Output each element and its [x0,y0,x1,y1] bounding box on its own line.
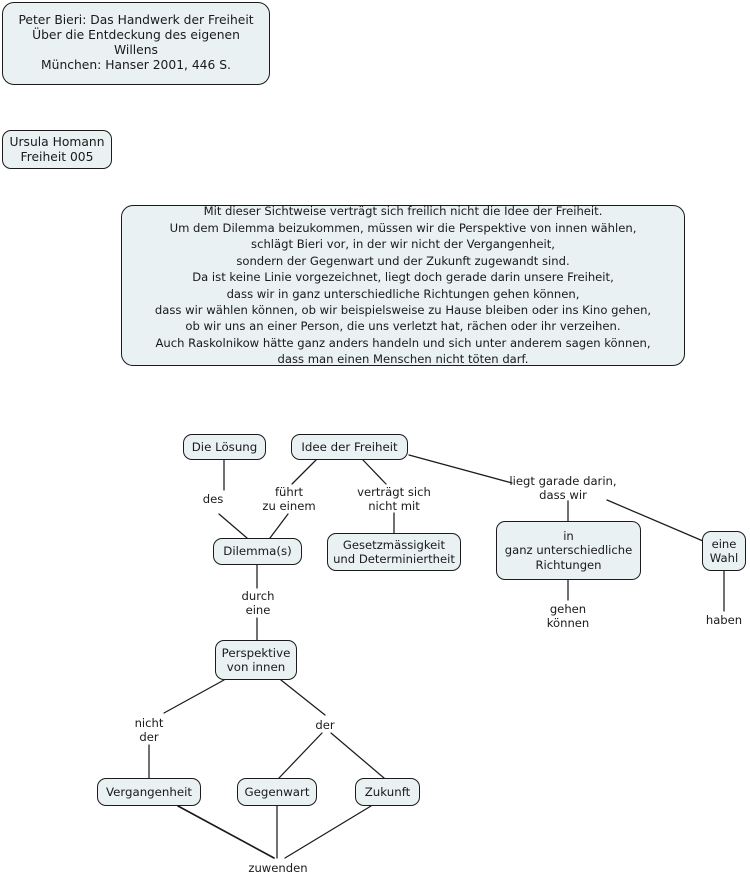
reference-title: Peter Bieri: Das Handwerk der Freiheit [18,13,254,27]
edge-vergangenheit-zuwenden [177,805,275,859]
node-perspektive-von-innen[interactable]: Perspektive von innen [215,640,297,680]
edge-label-vertraegt-sich-nicht-mit: verträgt sich nicht mit [357,485,431,514]
edge-der-gegenwart [278,732,323,779]
edge-der-zukunft [330,732,385,779]
edge-label-gehen-koennen: gehen können [546,602,590,631]
node-eine-wahl[interactable]: eine Wahl [702,531,746,571]
edge-label-der: der [315,718,335,732]
node-gegenwart[interactable]: Gegenwart [237,778,317,806]
edge-label-durch-eine: durch eine [241,589,275,618]
edge-idee-fuehrt [291,459,317,485]
node-gesetzmaessigkeit[interactable]: Gesetzmässigkeit und Determiniertheit [327,533,461,571]
reference-subtitle: Über die Entdeckung des eigenen Willens … [32,28,240,72]
edge-idee-vertraegt [362,459,387,485]
edge-label-haben: haben [705,613,743,627]
node-zukunft[interactable]: Zukunft [355,778,420,806]
edge-label-des: des [202,492,224,506]
edge-perspektive-nicht [163,679,225,714]
edge-label-liegt-garade-darin: liegt garade darin, dass wir [509,474,617,503]
edge-des-dilemma [218,513,248,539]
edge-zukunft-zuwenden [284,805,372,859]
edge-fuehrt-dilemma [269,513,289,539]
edge-label-nicht-der: nicht der [134,716,164,745]
edge-label-zuwenden: zuwenden [248,861,308,875]
edge-label-fuehrt-zu-einem: führt zu einem [262,485,316,514]
node-dilemma[interactable]: Dilemma(s) [213,538,302,565]
edge-idee-liegt [408,454,513,484]
summary-box[interactable]: Mit dieser Sichtweise verträgt sich frei… [121,204,685,366]
node-die-loesung[interactable]: Die Lösung [183,434,266,460]
reference-box[interactable]: Peter Bieri: Das Handwerk der Freiheit Ü… [2,2,270,85]
node-richtungen[interactable]: in ganz unterschiedliche Richtungen [496,521,641,580]
author-box[interactable]: Ursula Homann Freiheit 005 [2,130,112,169]
node-vergangenheit[interactable]: Vergangenheit [97,778,201,806]
node-idee-der-freiheit[interactable]: Idee der Freiheit [291,434,408,460]
edge-perspektive-der [280,679,326,716]
